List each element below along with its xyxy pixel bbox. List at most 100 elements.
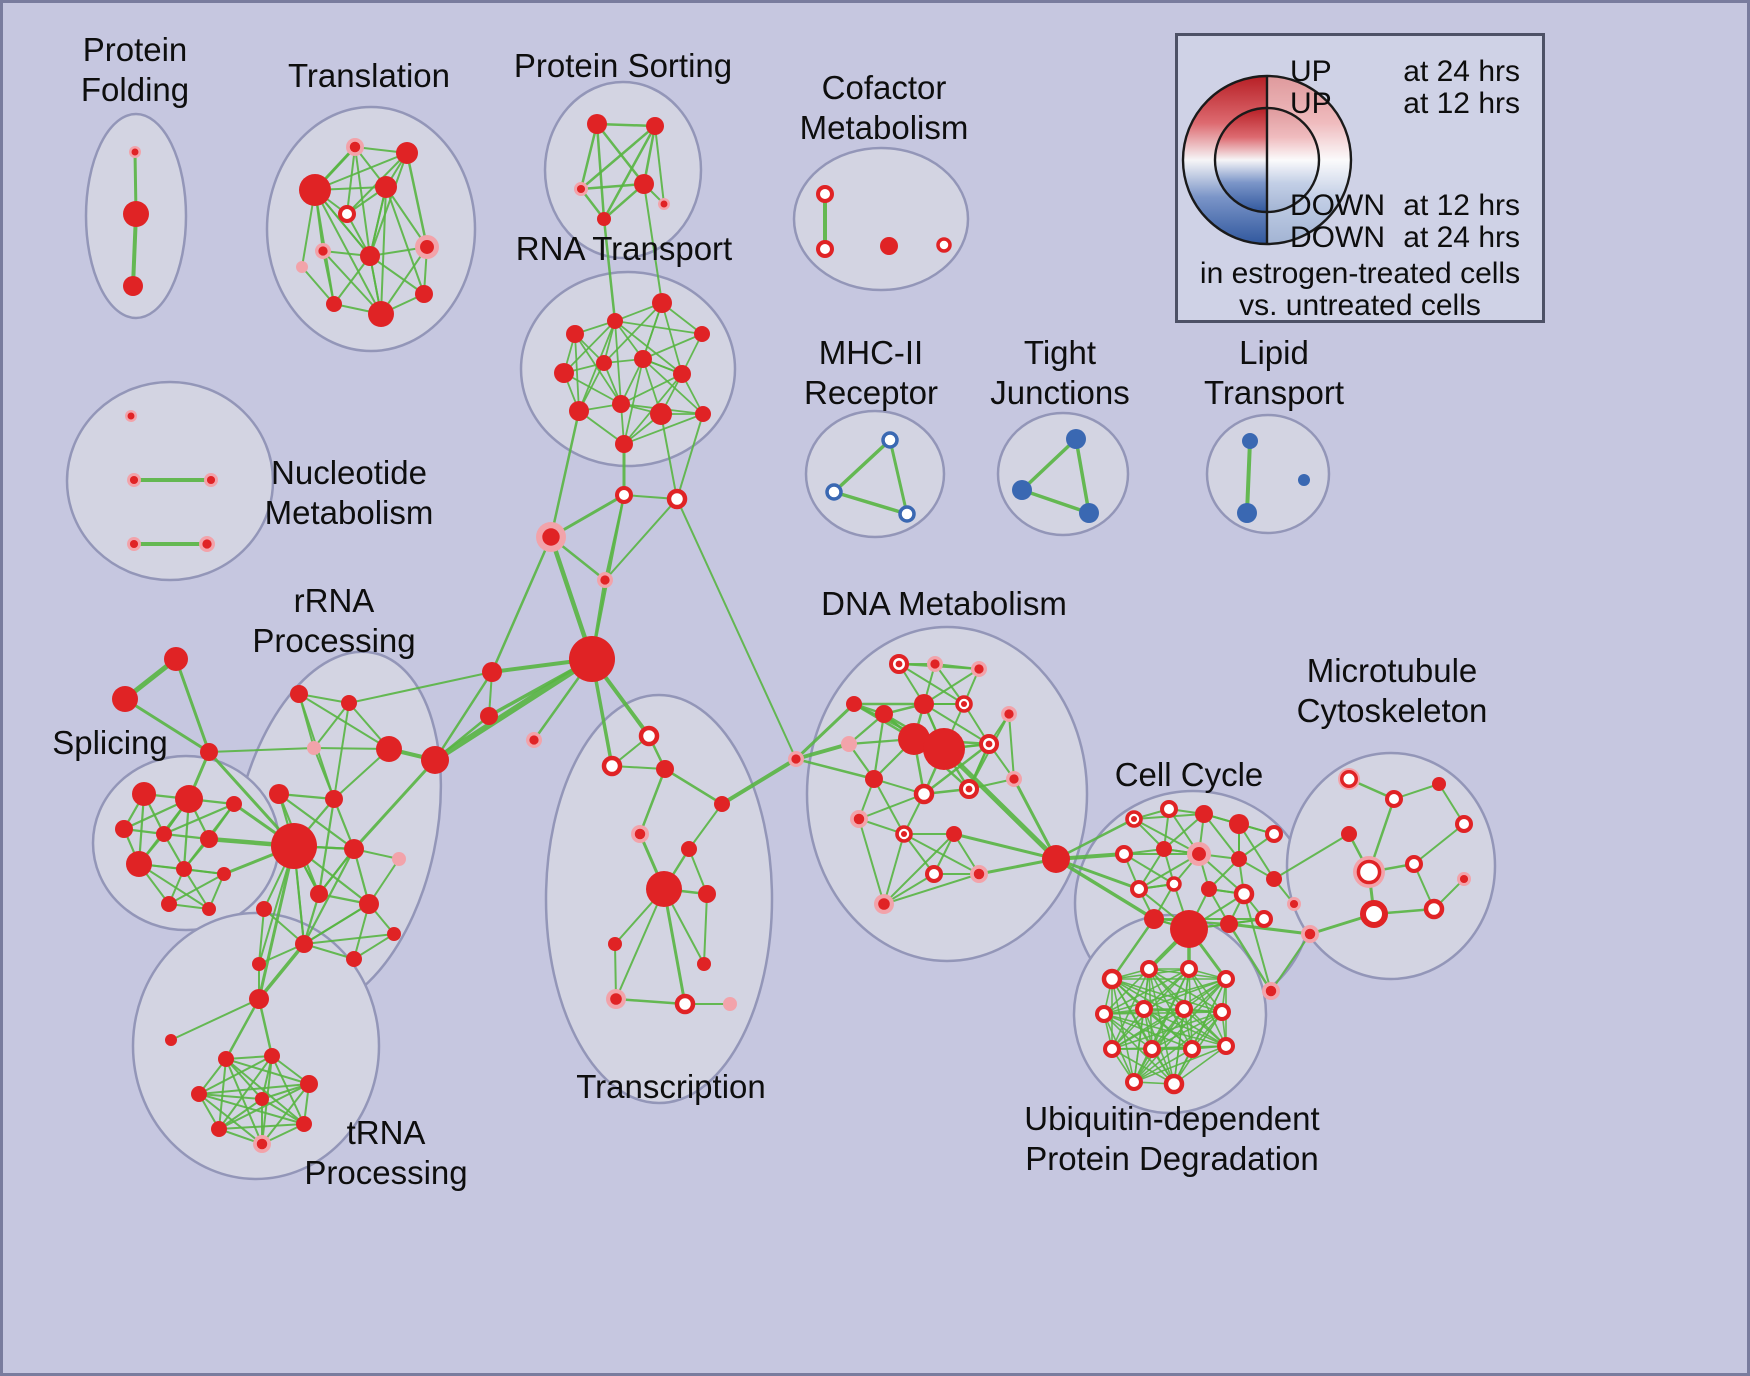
node-circle: [1231, 851, 1247, 867]
edge: [168, 873, 225, 905]
node-tx12: [674, 993, 696, 1015]
node-circle: [368, 301, 394, 327]
node-rr5: [269, 784, 289, 804]
legend-caption-line: vs. untreated cells: [1239, 289, 1481, 322]
node-ub6: [1135, 1000, 1153, 1018]
node-circle: [1175, 1000, 1193, 1018]
node-circle: [566, 325, 584, 343]
edge: [1188, 968, 1227, 1047]
node-circle: [127, 412, 135, 420]
node-tx6: [681, 841, 697, 857]
cluster-label-ubiquitin-degradation: Protein Degradation: [1025, 1140, 1319, 1177]
node-circle: [1213, 1003, 1231, 1021]
node-circle: [1298, 474, 1310, 486]
node-tl5: [338, 205, 356, 223]
edge: [661, 302, 683, 375]
node-dm4: [846, 696, 862, 712]
edge: [579, 124, 657, 191]
node-dm13: [865, 770, 883, 788]
node-ub8: [1213, 1003, 1231, 1021]
edge: [1413, 823, 1465, 865]
node-rr7: [271, 823, 317, 869]
node-mt8: [1360, 900, 1388, 928]
node-circle: [723, 997, 737, 1011]
node-ub10: [1143, 1040, 1161, 1058]
edge: [1143, 1008, 1227, 1047]
node-cc10: [1130, 880, 1148, 898]
node-mt3: [1432, 777, 1446, 791]
node-cc16: [1170, 910, 1208, 948]
node-rr13: [295, 935, 313, 953]
node-rr11: [359, 894, 379, 914]
node-ub12: [1217, 1037, 1235, 1055]
node-circle: [615, 435, 633, 453]
node-circle: [129, 475, 139, 485]
node-circle: [300, 1075, 318, 1093]
edge: [198, 1083, 310, 1095]
node-sp6: [200, 830, 218, 848]
node-circle: [576, 184, 586, 194]
node-circle: [1101, 968, 1123, 990]
node-tx3: [656, 760, 674, 778]
edge: [579, 182, 646, 191]
edge: [574, 333, 580, 412]
node-circle: [123, 276, 143, 296]
node-rr3: [376, 736, 402, 762]
edge: [380, 246, 428, 315]
node-circle: [1432, 777, 1446, 791]
node-rt3: [652, 293, 672, 313]
node-tl12: [296, 261, 308, 273]
node-dm11: [923, 728, 965, 770]
node-lp3: [1298, 474, 1310, 486]
node-cc18: [1255, 910, 1273, 928]
node-circle: [420, 240, 434, 254]
node-circle: [325, 790, 343, 808]
node-circle: [176, 861, 192, 877]
node-ps2: [646, 117, 664, 135]
node-cc15: [1144, 909, 1164, 929]
node-mh1: [881, 431, 899, 449]
node-circle: [646, 117, 664, 135]
cluster-label-rrna-processing: Processing: [252, 622, 415, 659]
updown-scale-icon: [1181, 74, 1353, 246]
node-mt7: [1405, 855, 1423, 873]
node-dm17: [850, 810, 868, 828]
node-circle: [914, 694, 934, 714]
node-mtl: [1301, 925, 1319, 943]
node-sp11: [202, 902, 216, 916]
node-rt4: [694, 326, 710, 342]
node-circle: [206, 475, 216, 485]
edge: [1020, 437, 1078, 492]
cluster-label-splicing: Splicing: [52, 724, 168, 761]
node-circle: [881, 431, 899, 449]
edge: [1245, 439, 1252, 515]
edge: [642, 333, 703, 360]
node-rt13: [615, 435, 633, 453]
node-ub3: [1180, 960, 1198, 978]
node-circle: [290, 685, 308, 703]
node-dm1: [888, 653, 910, 675]
node-tx13: [723, 997, 737, 1011]
edge: [1111, 978, 1227, 1050]
edge: [663, 767, 724, 806]
cluster-label-cell-cycle: Cell Cycle: [1115, 756, 1264, 793]
node-br3: [480, 707, 498, 725]
node-ub5: [1095, 1005, 1113, 1023]
legend-direction-label: DOWN: [1290, 221, 1385, 254]
node-circle: [202, 902, 216, 916]
edge: [162, 802, 236, 836]
node-tl6: [315, 243, 331, 259]
legend-direction-label: DOWN: [1290, 189, 1385, 222]
node-nm4: [127, 537, 141, 551]
node-circle: [1166, 876, 1182, 892]
edge: [662, 887, 687, 1006]
node-tx7: [646, 871, 682, 907]
node-circle: [1130, 815, 1138, 823]
node-dm18: [895, 825, 913, 843]
node-circle: [1004, 709, 1014, 719]
node-circle: [880, 237, 898, 255]
edge: [1054, 857, 1156, 921]
edge: [1227, 922, 1312, 936]
edge: [198, 1093, 263, 1100]
